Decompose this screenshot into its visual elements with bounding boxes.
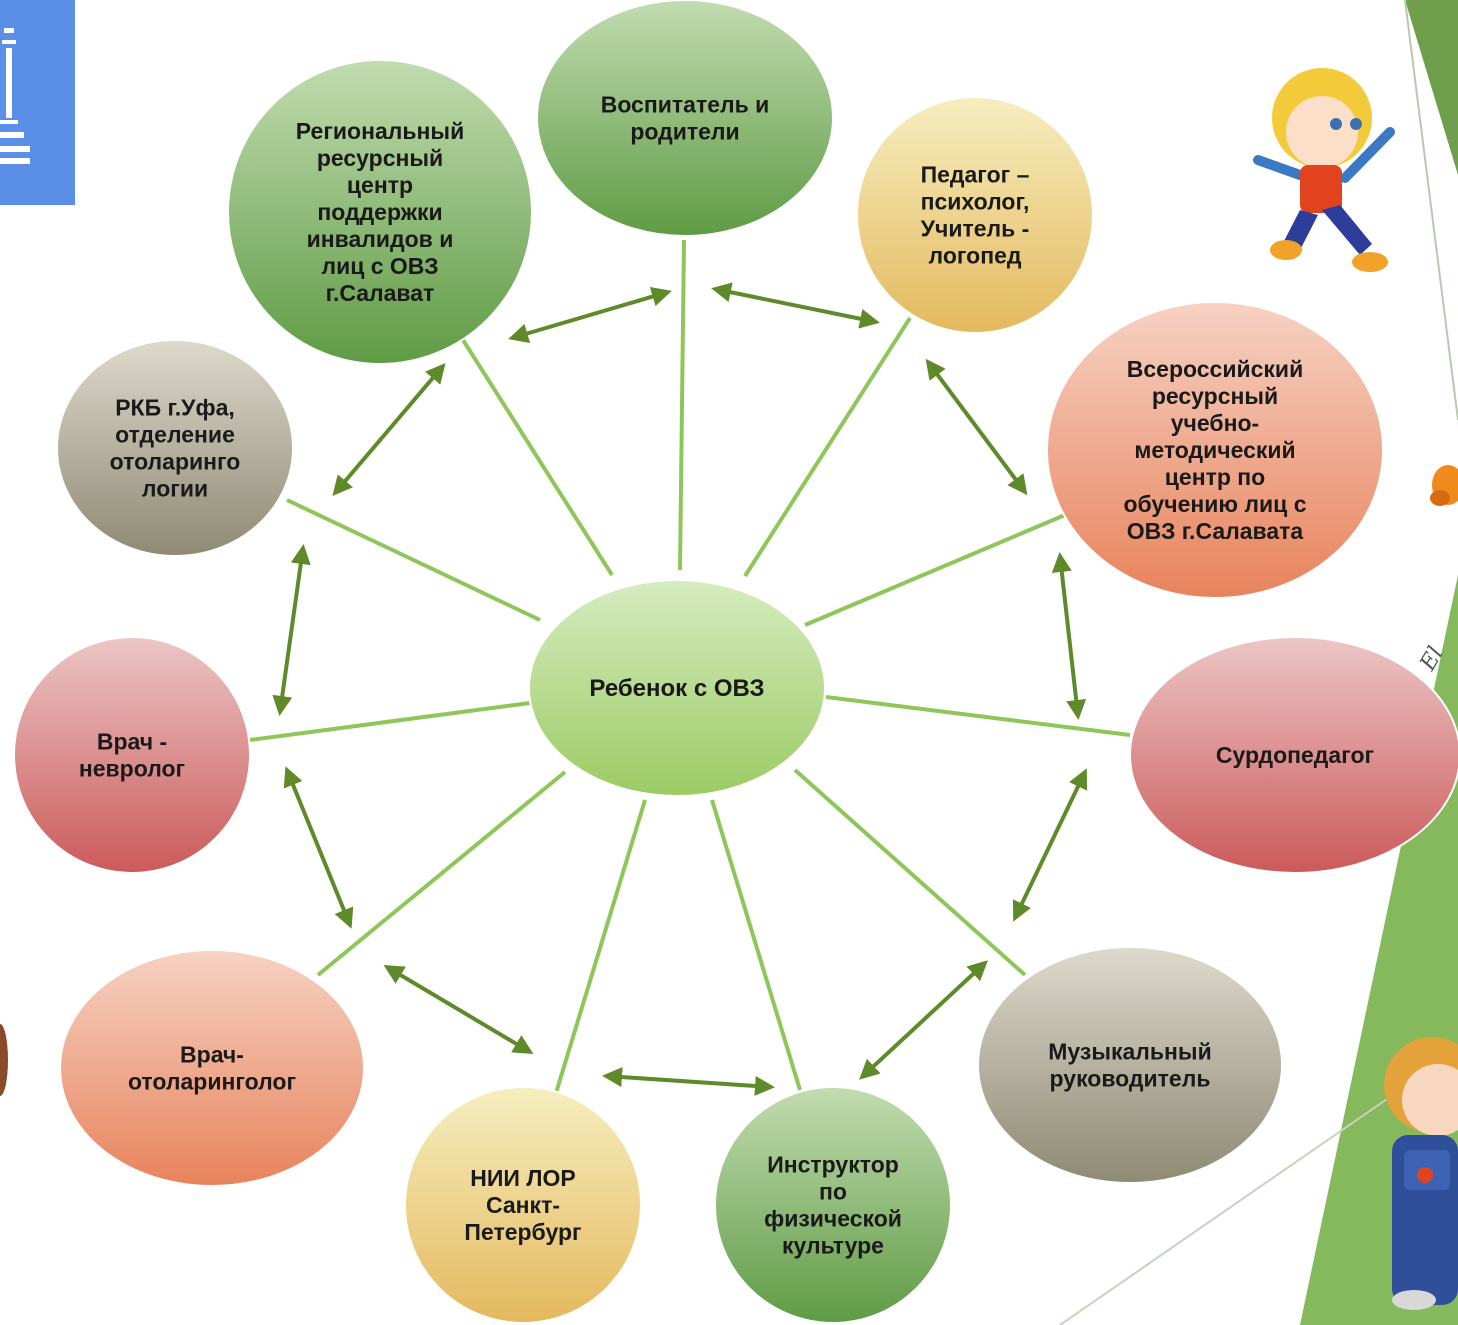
- node-label-regional-center-line-0: Региональный: [296, 118, 464, 144]
- node-label-pe-instructor-line-1: по: [819, 1179, 847, 1205]
- node-ellipse-neurologist: [13, 636, 251, 874]
- node-label-nii-lor-line-1: Санкт-: [486, 1192, 560, 1218]
- node-label-regional-center-line-4: инвалидов и: [307, 226, 454, 252]
- node-ellipse-educator-parents: [536, 0, 834, 237]
- node-label-regional-center-line-6: г.Салават: [326, 280, 435, 306]
- node-center: Ребенок с ОВЗ: [528, 579, 826, 797]
- node-label-educator-parents-line-0: Воспитатель и: [601, 92, 770, 118]
- node-ellipse-psychologist-logoped: [856, 96, 1094, 334]
- node-label-pe-instructor-line-3: культуре: [782, 1233, 884, 1259]
- node-ellipse-regional-center: [227, 59, 533, 365]
- node-psychologist-logoped: Педагог –психолог,Учитель -логопед: [856, 96, 1094, 334]
- arrow-neurologist-rkb: [272, 544, 311, 716]
- node-ellipse-nii-lor: [404, 1086, 642, 1324]
- node-label-nii-lor-line-2: Петербург: [464, 1219, 581, 1245]
- decor-thin-line-top: [1404, 0, 1458, 421]
- arrows-layer: [272, 282, 1088, 1096]
- node-label-all-russian-center-line-2: учебно-: [1171, 410, 1259, 436]
- node-neurologist: Врач -невролог: [13, 636, 251, 874]
- node-label-surdopedagog-line-0: Сурдопедагог: [1216, 742, 1374, 768]
- node-ellipse-rkb-ufa: [56, 339, 294, 557]
- node-label-pe-instructor-line-0: Инструктор: [767, 1152, 899, 1178]
- node-label-all-russian-center-line-6: ОВЗ г.Салавата: [1127, 518, 1304, 544]
- node-label-psychologist-logoped-line-1: психолог,: [921, 189, 1030, 215]
- logo-badge: [0, 0, 75, 205]
- spoke-nii-lor: [554, 799, 647, 1094]
- node-label-psychologist-logoped-line-3: логопед: [929, 243, 1022, 269]
- node-label-psychologist-logoped-line-0: Педагог –: [921, 162, 1030, 188]
- nodes-layer: Региональныйресурсныйцентрподдержкиинвал…: [13, 0, 1458, 1324]
- node-ellipse-music-director: [977, 946, 1283, 1184]
- corner-triangle-top-right: [1405, 0, 1458, 175]
- left-edge-figure-icon: [0, 1024, 8, 1096]
- spoke-surdopedagog: [825, 695, 1131, 737]
- arrow-regional-educator: [508, 286, 672, 344]
- spoke-all-russian-center: [804, 513, 1066, 627]
- spoke-music-director: [793, 768, 1027, 977]
- node-label-regional-center-line-1: ресурсный: [317, 145, 443, 171]
- arrow-allrussian-surdopedagog: [1051, 552, 1087, 720]
- arrow-rkb-regional: [332, 362, 446, 497]
- node-label-psychologist-logoped-line-2: Учитель -: [921, 216, 1030, 242]
- node-label-educator-parents-line-1: родители: [630, 119, 739, 145]
- flower-decor-icon: [1430, 465, 1458, 506]
- node-label-neurologist-line-1: невролог: [79, 756, 185, 782]
- arrow-pe-nii: [602, 1067, 775, 1096]
- node-label-music-director-line-1: руководитель: [1050, 1066, 1211, 1092]
- node-label-all-russian-center-line-3: методический: [1134, 437, 1295, 463]
- node-label-all-russian-center-line-1: ресурсный: [1152, 383, 1278, 409]
- running-boy-icon: [1253, 68, 1395, 272]
- node-all-russian-center: Всероссийскийресурсныйучебно-методически…: [1046, 301, 1384, 599]
- arrow-otolaryngologist-neurologist: [283, 766, 354, 929]
- node-label-regional-center-line-2: центр: [347, 172, 413, 198]
- node-regional-center: Региональныйресурсныйцентрподдержкиинвал…: [227, 59, 533, 365]
- node-label-rkb-ufa-line-3: логии: [142, 476, 208, 502]
- node-ellipse-otolaryngologist: [59, 949, 365, 1187]
- building-icon: [0, 28, 30, 164]
- arrow-surdopedagog-music: [1012, 768, 1088, 922]
- node-label-all-russian-center-line-5: обучению лиц с: [1123, 491, 1306, 517]
- node-ellipse-pe-instructor: [714, 1086, 952, 1324]
- node-ellipse-surdopedagog: [1129, 636, 1458, 874]
- arrow-educator-psychologist: [711, 282, 880, 329]
- node-ellipse-all-russian-center: [1046, 301, 1384, 599]
- node-label-regional-center-line-3: поддержки: [317, 199, 442, 225]
- node-label-otolaryngologist-line-0: Врач-: [180, 1042, 244, 1068]
- node-label-otolaryngologist-line-1: отоларинголог: [128, 1069, 296, 1095]
- node-otolaryngologist: Врач-отоларинголог: [59, 949, 365, 1187]
- node-label-regional-center-line-5: лиц с ОВЗ: [321, 253, 438, 279]
- arrow-psychologist-allrussian: [925, 358, 1028, 496]
- node-label-rkb-ufa-line-2: отоларинго: [110, 449, 241, 475]
- spoke-otolaryngologist: [316, 770, 567, 977]
- boy-overalls-icon: [1384, 1037, 1458, 1310]
- node-label-all-russian-center-line-0: Всероссийский: [1127, 356, 1303, 382]
- spoke-pe-instructor: [710, 799, 802, 1091]
- node-label-neurologist-line-0: Врач -: [97, 729, 167, 755]
- arrow-music-pe: [859, 960, 988, 1080]
- node-label-nii-lor-line-0: НИИ ЛОР: [470, 1165, 575, 1191]
- arrow-nii-otolaryngologist: [383, 964, 534, 1055]
- node-surdopedagog: Сурдопедагог: [1129, 636, 1458, 874]
- node-label-rkb-ufa-line-0: РКБ г.Уфа,: [115, 395, 235, 421]
- spokes-layer: [249, 239, 1131, 1094]
- node-label-pe-instructor-line-2: физической: [764, 1206, 902, 1232]
- node-label-rkb-ufa-line-1: отделение: [115, 422, 235, 448]
- node-label-music-director-line-0: Музыкальный: [1048, 1039, 1211, 1065]
- node-ellipse-center: [528, 579, 826, 797]
- spoke-regional-center: [461, 338, 614, 577]
- spoke-psychologist-logoped: [743, 316, 912, 578]
- spoke-rkb-ufa: [286, 498, 541, 622]
- node-label-all-russian-center-line-4: центр по: [1165, 464, 1265, 490]
- spoke-educator-parents: [678, 239, 686, 571]
- spoke-neurologist: [249, 701, 531, 742]
- node-label-center-line-0: Ребенок с ОВЗ: [589, 675, 764, 702]
